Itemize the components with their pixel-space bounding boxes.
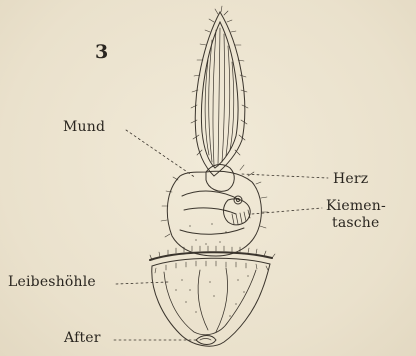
gill-slits [232, 210, 250, 224]
leader-kiementasche [252, 208, 322, 214]
leader-mund [126, 130, 196, 178]
label-leibeshoehle: Leibeshöhle [8, 274, 96, 290]
figure-number: 3 [95, 44, 108, 60]
anus [196, 336, 216, 345]
leader-lines [114, 130, 328, 340]
leader-leibeshoehle [116, 282, 168, 284]
label-mund: Mund [63, 119, 105, 135]
mid-body-outline [167, 171, 261, 256]
leader-herz [242, 174, 328, 178]
label-tasche: tasche [332, 215, 380, 231]
heart-region [206, 165, 234, 192]
label-after: After [64, 330, 101, 346]
stippling [175, 223, 248, 316]
label-herz: Herz [333, 171, 368, 187]
label-kiemen: Kiemen- [326, 198, 386, 214]
gut [198, 268, 227, 332]
band-cilia [150, 246, 275, 273]
